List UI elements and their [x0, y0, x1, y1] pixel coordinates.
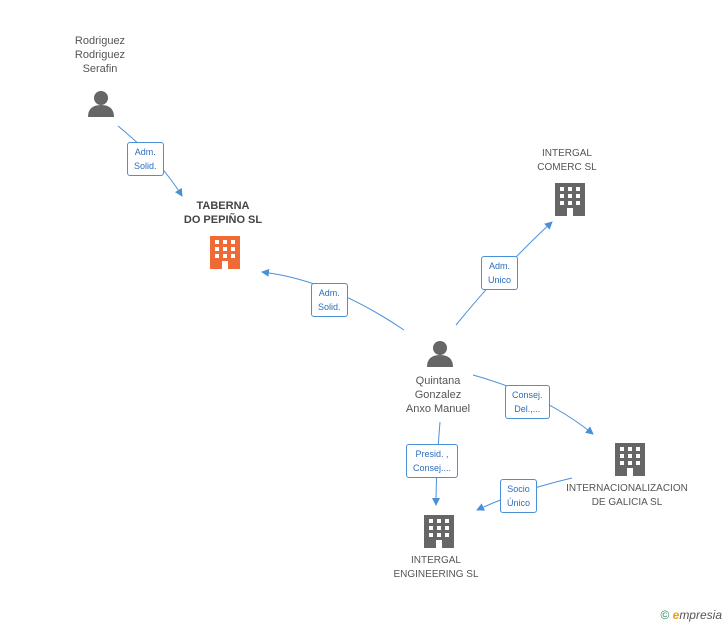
edge-label-line: Socio [507, 484, 530, 494]
node-label-line: Gonzalez [414, 389, 462, 401]
node-label-line: DE GALICIA SL [591, 497, 663, 508]
edge-label-adm-unico[interactable]: Adm. Unico [481, 256, 519, 290]
node-label-intergal-comerc[interactable]: INTERGAL COMERC SL [522, 147, 612, 175]
node-label-intergal-engineering[interactable]: INTERGAL ENGINEERING SL [386, 554, 486, 582]
edge-label-line: Unico [488, 275, 512, 285]
node-label-internacionalizacion[interactable]: INTERNACIONALIZACION DE GALICIA SL [561, 482, 693, 510]
edge-label-line: Consej.... [413, 463, 452, 473]
brand-watermark[interactable]: © empresia [660, 608, 722, 622]
node-label-line: INTERGAL [541, 148, 592, 159]
copyright-icon: © [660, 608, 670, 622]
node-label-line: DO PEPIÑO SL [183, 214, 263, 226]
brand-logo-text: mpresia [679, 608, 722, 622]
building-icon[interactable] [424, 515, 454, 548]
edge-label-consej-del[interactable]: Consej. Del.,... [505, 385, 550, 419]
node-label-line: TABERNA [196, 200, 250, 212]
building-icon[interactable] [615, 443, 645, 476]
edge-label-adm-solid[interactable]: Adm. Solid. [311, 283, 348, 317]
edge-label-line: Consej. [512, 390, 543, 400]
person-icon[interactable] [427, 341, 453, 367]
edge-label-socio-unico[interactable]: Socio Único [500, 479, 538, 513]
building-icon[interactable] [210, 236, 240, 269]
node-label-rodriguez[interactable]: Rodriguez Rodriguez Serafin [58, 34, 142, 76]
brand-logo-letter: e [672, 608, 680, 622]
building-icon[interactable] [555, 183, 585, 216]
person-icon[interactable] [88, 91, 114, 117]
edge-label-line: Solid. [134, 161, 157, 171]
node-label-line: Rodriguez [74, 35, 126, 47]
edge-label-line: Del.,... [514, 404, 541, 414]
edge-label-line: Adm. [134, 147, 156, 157]
edge-label-line: Adm. [318, 288, 340, 298]
edge-label-presid-consej[interactable]: Presid. , Consej.... [406, 444, 459, 478]
node-label-line: Anxo Manuel [405, 403, 471, 415]
node-label-line: Serafin [82, 63, 118, 75]
node-label-line: COMERC SL [537, 162, 597, 173]
edge-label-line: Solid. [318, 302, 341, 312]
node-label-line: ENGINEERING SL [393, 569, 479, 580]
edge-label-line: Único [507, 498, 531, 508]
edge-label-line: Presid. , [415, 449, 449, 459]
node-label-line: Quintana [415, 375, 461, 387]
node-label-quintana[interactable]: Quintana Gonzalez Anxo Manuel [396, 374, 480, 416]
node-label-line: INTERGAL [410, 555, 461, 566]
node-label-line: INTERNACIONALIZACION [566, 483, 688, 494]
edge-label-adm-solid[interactable]: Adm. Solid. [127, 142, 164, 176]
node-label-line: Rodriguez [74, 49, 126, 61]
node-label-taberna[interactable]: TABERNA DO PEPIÑO SL [168, 199, 278, 227]
edge-label-line: Adm. [489, 261, 511, 271]
